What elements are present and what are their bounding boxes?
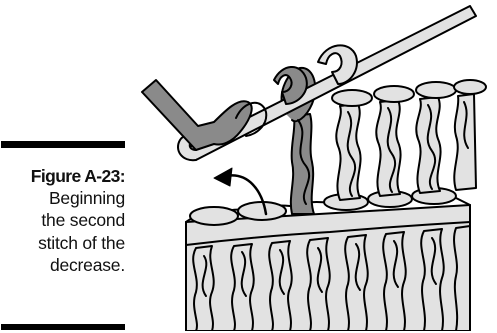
- tall-stitches: [332, 80, 486, 200]
- yarn-icon: [142, 80, 266, 150]
